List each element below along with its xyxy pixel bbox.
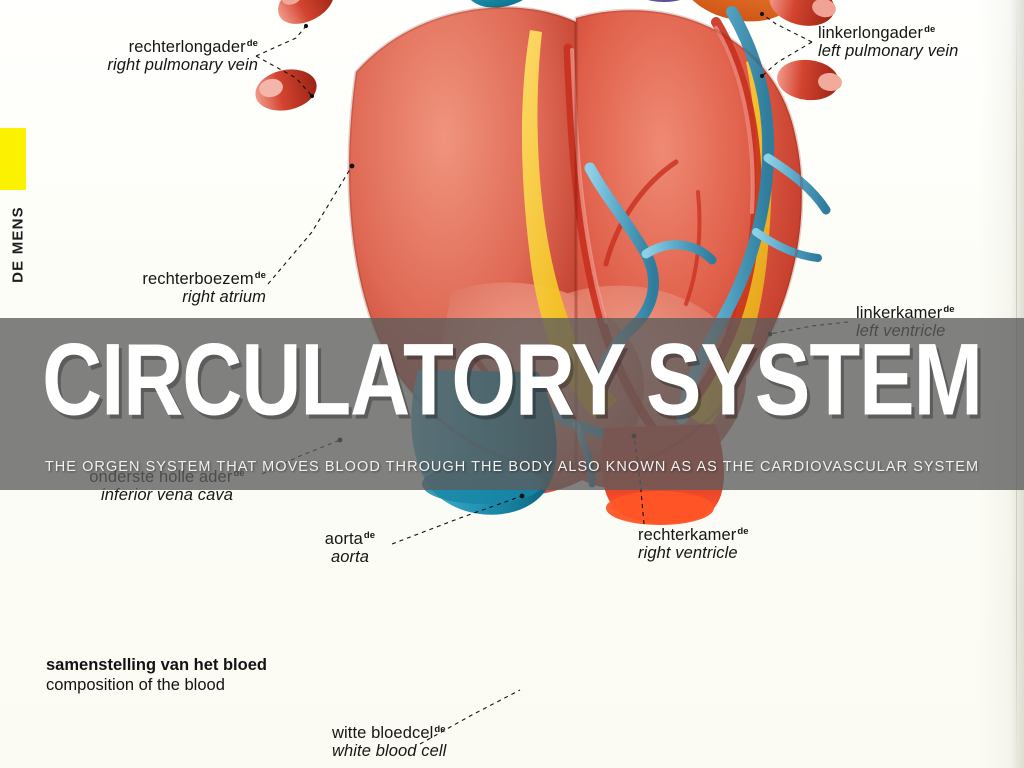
label-nl-text: aortade	[324, 529, 376, 548]
label-nl-text: linkerlongaderde	[818, 23, 936, 42]
label-en-text: left pulmonary vein	[818, 42, 959, 61]
blood-composition-nl: samenstelling van het bloed	[46, 656, 267, 674]
blood-composition-en: composition of the blood	[46, 676, 225, 695]
label-en-text: white blood cell	[332, 742, 447, 761]
label-nl-text: rechterboezemde	[142, 269, 266, 288]
label-aorta: aortade aorta	[300, 530, 400, 567]
label-nl-text: rechterkamerde	[638, 525, 749, 544]
label-en-text: right ventricle	[638, 544, 738, 563]
page-title: CIRCULATORY SYSTEM	[42, 322, 983, 437]
label-left-pulmonary-vein: linkerlongaderde left pulmonary vein	[818, 24, 958, 61]
title-overlay-band	[0, 318, 1024, 490]
chapter-label: DE MENS	[9, 206, 27, 283]
great-vessels-group	[465, 0, 794, 22]
label-en-text: inferior vena cava	[100, 486, 234, 505]
label-right-atrium: rechterboezemde right atrium	[54, 270, 266, 307]
label-en-text: right pulmonary vein	[107, 56, 258, 75]
label-right-pulmonary-vein: rechterlongaderde right pulmonary vein	[42, 38, 258, 75]
blood-composition-heading: samenstelling van het bloed composition …	[46, 655, 267, 695]
label-en-text: right atrium	[182, 288, 266, 307]
label-nl-text: rechterlongaderde	[128, 37, 258, 56]
label-right-ventricle: rechterkamerde right ventricle	[638, 526, 749, 563]
label-nl-text: linkerkamerde	[856, 303, 955, 322]
chapter-color-tab	[0, 128, 26, 190]
label-en-text: aorta	[330, 548, 370, 567]
page-subtitle: THE ORGEN SYSTEM THAT MOVES BLOOD THROUG…	[44, 459, 980, 475]
right-pulmonary-vein-stumps	[255, 0, 334, 111]
label-white-blood-cell: witte bloedcelde white blood cell	[332, 724, 446, 761]
label-nl-text: witte bloedcelde	[332, 723, 446, 742]
